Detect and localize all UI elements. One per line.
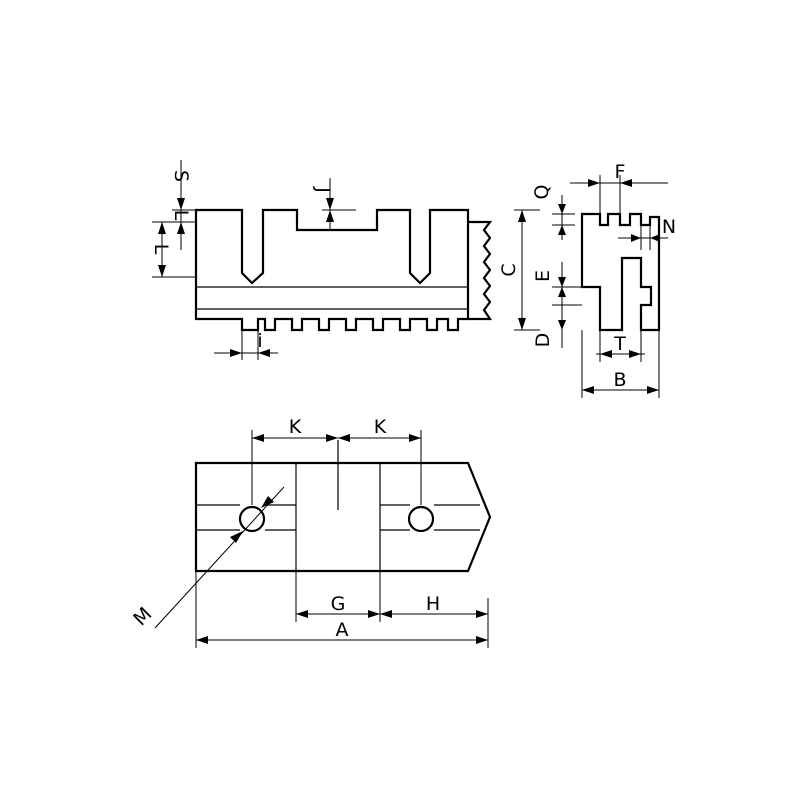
dim-t-arrow-left	[600, 350, 612, 358]
dim-l-arrow-bottom	[158, 265, 166, 277]
dim-m-leader	[154, 486, 285, 629]
dim-m-arrow-2	[261, 496, 274, 508]
label-l-outer: L	[150, 244, 172, 255]
right-bolt-hole	[407, 505, 435, 533]
left-bolt-hole	[238, 505, 266, 533]
dim-s-arrow	[177, 198, 185, 210]
dim-i-arrow-right	[258, 349, 270, 357]
dim-h-arrow-left	[380, 610, 392, 618]
dim-k-arrow	[409, 434, 421, 442]
dimension-e: E	[532, 262, 582, 305]
side-view-outline	[580, 212, 661, 332]
dimension-s: S	[170, 160, 196, 211]
dim-l-inner-arrow	[177, 222, 185, 234]
dim-q-arrow-top	[558, 204, 566, 214]
dim-m-arrow-1	[230, 531, 243, 543]
label-e: E	[532, 270, 554, 282]
dim-i-arrow-left	[230, 349, 242, 357]
dimension-c: C	[498, 209, 540, 331]
front-view	[194, 208, 493, 332]
dimension-t: T	[596, 330, 645, 362]
dim-n-arrow-right	[650, 234, 660, 242]
dimension-d: D	[532, 304, 582, 348]
dim-c-arrow-bottom	[518, 318, 526, 330]
dimension-k: K K	[251, 416, 422, 505]
dim-k-arrow	[252, 434, 264, 442]
dim-a-arrow-right	[476, 636, 488, 644]
label-i: i	[257, 330, 262, 352]
front-view-serrations	[468, 220, 493, 321]
dim-l-arrow-top	[158, 222, 166, 234]
dim-t-arrow-right	[629, 350, 641, 358]
label-a: A	[336, 619, 349, 641]
dimension-a: A	[195, 571, 488, 648]
dim-d-arrow	[558, 320, 566, 330]
dim-n-arrow-left	[631, 234, 641, 242]
dim-e-arrow-top	[558, 277, 566, 287]
label-k-left: K	[289, 416, 302, 438]
dimension-i: i	[214, 330, 278, 360]
dimension-j: J	[312, 178, 356, 230]
dim-h-arrow-right	[476, 610, 488, 618]
label-c: C	[498, 263, 520, 276]
dim-g-arrow-right	[368, 610, 380, 618]
dim-e-arrow-bottom	[558, 287, 566, 297]
dim-c-arrow-top	[518, 210, 526, 222]
label-d: D	[532, 333, 554, 348]
dimension-b: B	[581, 330, 660, 398]
label-n: N	[662, 216, 676, 238]
dim-f-arrow-right	[620, 179, 632, 187]
dim-g-arrow-left	[296, 610, 308, 618]
label-k-right: K	[374, 416, 387, 438]
label-t: T	[613, 333, 626, 355]
dim-b-arrow-left	[582, 386, 594, 394]
label-s: S	[170, 170, 192, 182]
dimension-q: Q	[531, 185, 575, 240]
dim-a-arrow-left	[196, 636, 208, 644]
dimension-l: L L	[150, 210, 196, 278]
label-q: Q	[531, 185, 553, 200]
dim-q-arrow-bottom	[558, 225, 566, 235]
label-h: H	[426, 593, 440, 615]
dimension-m: M	[129, 486, 285, 630]
dimension-g-h: G H	[295, 571, 489, 648]
dim-k-arrow	[326, 434, 338, 442]
dim-j-arrow-top	[326, 198, 334, 210]
label-b: B	[613, 369, 626, 391]
label-m: M	[129, 603, 156, 630]
label-j: J	[312, 186, 334, 193]
label-l-inner: L	[170, 210, 192, 221]
dimension-n: N	[618, 216, 676, 250]
dim-b-arrow-right	[647, 386, 659, 394]
dim-f-arrow-left	[588, 179, 600, 187]
top-view	[194, 440, 492, 573]
label-g: G	[331, 593, 346, 615]
dim-j-arrow-bottom	[326, 210, 334, 222]
side-view	[580, 212, 661, 332]
dimension-f: F	[570, 161, 668, 214]
front-view-outline	[194, 208, 470, 332]
dim-k-arrow	[338, 434, 350, 442]
label-f: F	[615, 161, 626, 183]
top-view-outline	[194, 461, 492, 573]
